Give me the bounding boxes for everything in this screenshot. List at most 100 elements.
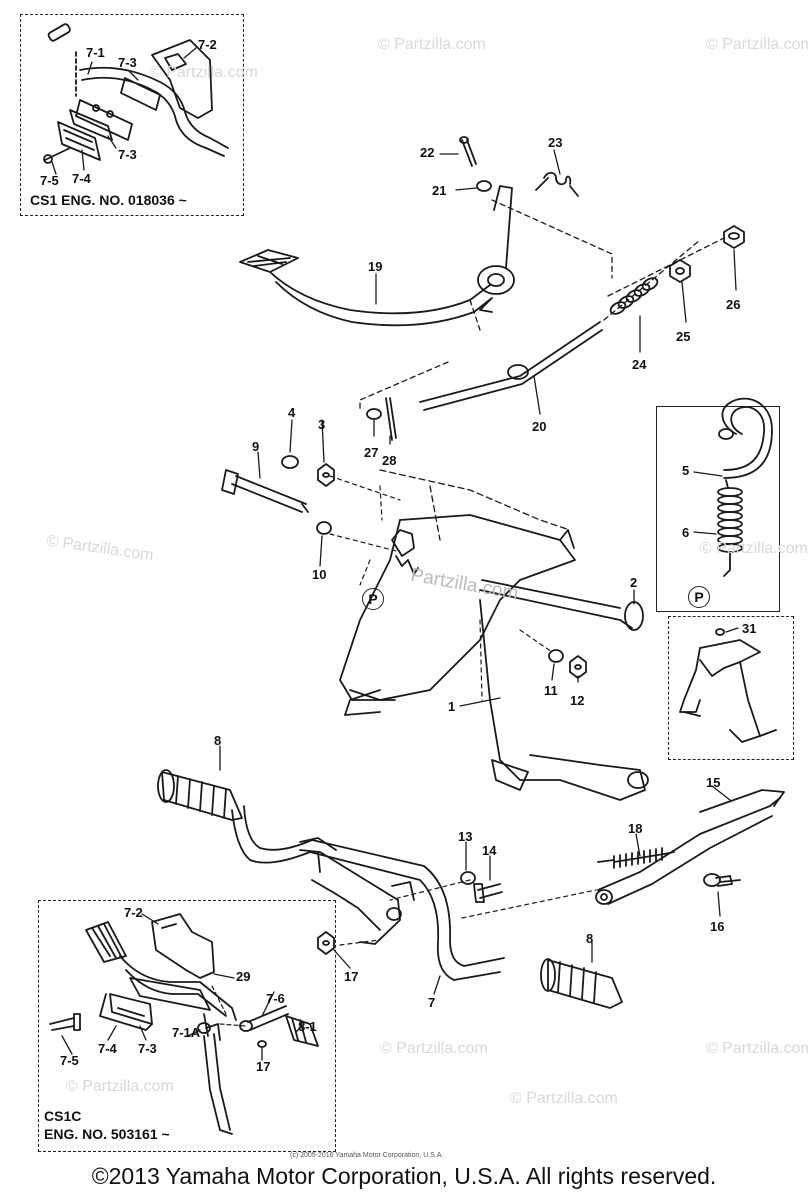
center-stand-assembly (221, 455, 649, 801)
collar-4-part (281, 455, 299, 469)
callout-7-1A: 7-1A (172, 1025, 201, 1040)
cotter-pin-22-part (461, 139, 473, 167)
nut-12-part (569, 655, 587, 679)
spring-6-part (717, 487, 743, 553)
callout-18: 18 (628, 821, 643, 836)
p-marker-center: P (362, 588, 384, 610)
footrest-rubber-8-left-part (157, 769, 243, 821)
callout-8: 8 (586, 931, 594, 946)
footer-copyright: ©2013 Yamaha Motor Corporation, U.S.A. A… (91, 1163, 717, 1189)
bolt-9-part (231, 483, 303, 513)
watermark: © Partzilla.com (510, 1090, 618, 1107)
stand-detail-frame (668, 616, 794, 760)
callout-15: 15 (706, 775, 721, 790)
washer-10-part (316, 521, 332, 535)
bolt-7-5-part (44, 147, 71, 161)
washer-13-part (460, 871, 476, 885)
footrest-bar-7-part (231, 809, 501, 981)
nut-26-part (723, 225, 745, 249)
callout-27: 27 (364, 445, 379, 460)
watermark: © Partzilla.com (700, 540, 808, 557)
callout-7-4-inset: 7-4 (98, 1041, 117, 1056)
watermark: © Partzilla.com (378, 36, 486, 53)
callout-20: 20 (532, 419, 547, 434)
callout-7-5-inset: 7-5 (60, 1053, 79, 1068)
callout-16: 16 (710, 919, 725, 934)
footrest-bar-assembly (157, 769, 785, 1009)
callout-7-3-inset: 7-3 (138, 1041, 157, 1056)
callout-31: 31 (742, 621, 757, 636)
callout-6: 6 (682, 525, 690, 540)
plate-7-3-part (120, 77, 161, 111)
callout-29: 29 (236, 969, 251, 984)
callout-25: 25 (676, 329, 691, 344)
washer-21-part (476, 180, 492, 192)
brake-rod-20-part (419, 321, 601, 403)
watermark: © Partzilla.com (380, 1040, 488, 1057)
inset-frame-top (20, 14, 244, 216)
callout-7: 7 (428, 995, 436, 1010)
callout-9: 9 (252, 439, 260, 454)
inset-bottom-engine-note: ENG. NO. 503161 ~ (44, 1126, 170, 1142)
brake-pedal-assembly (239, 136, 745, 441)
callout-13: 13 (458, 829, 473, 844)
small-copyright: (c) 2005-2016 Yamaha Motor Corporation, … (290, 1152, 444, 1159)
watermark: © Partzilla.com (150, 64, 258, 81)
watermark: © Partzilla.com (706, 1040, 808, 1057)
footrest-rubber-8-right-part (540, 958, 623, 1009)
nut-25-part (669, 259, 691, 283)
callout-14: 14 (482, 843, 497, 858)
callout-11: 11 (544, 683, 558, 698)
callout-4: 4 (288, 405, 296, 420)
callout-24: 24 (632, 357, 647, 372)
p-marker-box: P (688, 586, 710, 608)
callout-19: 19 (368, 259, 383, 274)
brake-pedal-pad-part (239, 249, 299, 273)
callout-10: 10 (312, 567, 327, 582)
bolt-14-part (473, 883, 503, 903)
brake-pedal-arm-19-part (269, 271, 491, 315)
callout-1: 1 (448, 699, 456, 714)
inset-top-engine-note: CS1 ENG. NO. 018036 ~ (30, 192, 187, 208)
callout-7-3: 7-3 (118, 147, 137, 162)
callout-7-2-inset: 7-2 (124, 905, 143, 920)
callout-26: 26 (726, 297, 741, 312)
cotter-pin-28-part (385, 397, 393, 441)
leader-lines (51, 47, 739, 1061)
center-stand-1-part (349, 514, 576, 701)
spring-23-part (543, 171, 572, 186)
nut-17-part (317, 931, 335, 955)
callout-2: 2 (630, 575, 638, 590)
washer-27-part (366, 408, 382, 420)
callout-17-inset: 17 (256, 1059, 271, 1074)
side-stand-15-part (597, 797, 781, 891)
callout-7-4: 7-4 (72, 171, 91, 186)
callout-22: 22 (420, 145, 435, 160)
pin-7-1-part (47, 23, 71, 42)
stand-variant-detail (679, 628, 777, 743)
bolt-16-part (703, 873, 733, 887)
callout-7-1: 7-1 (86, 45, 105, 60)
watermark: © Partzilla.com (66, 1078, 174, 1095)
inset-top-parts (43, 23, 229, 164)
inset-bottom-model: CS1C (44, 1108, 82, 1124)
callout-23: 23 (548, 135, 563, 150)
callout-7-5: 7-5 (40, 173, 59, 188)
washer-11-part (548, 649, 564, 663)
callout-7-6: 7-6 (266, 991, 285, 1006)
watermark: © Partzilla.com (706, 36, 808, 53)
spring-detail-frame (656, 406, 780, 612)
callout-21: 21 (432, 183, 447, 198)
callout-17: 17 (344, 969, 359, 984)
callout-5: 5 (682, 463, 690, 478)
return-spring-detail (717, 397, 773, 577)
bracket-7-2-part (151, 39, 213, 119)
callout-8-1: 8-1 (298, 1019, 317, 1034)
inset-bottom-parts (49, 913, 319, 1135)
inset-frame-bottom (38, 900, 336, 1152)
callout-8: 8 (214, 733, 222, 748)
spring-24-part (609, 277, 659, 315)
callout-7-3: 7-3 (118, 55, 137, 70)
rubber-7-4-part (57, 121, 101, 161)
